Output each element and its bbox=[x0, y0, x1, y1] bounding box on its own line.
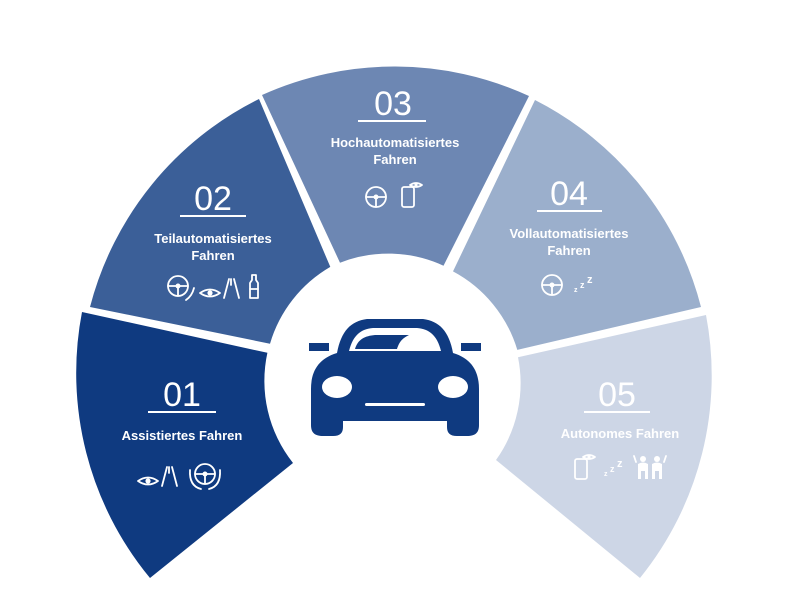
svg-text:z: z bbox=[604, 471, 608, 478]
level-5-label: Autonomes Fahren bbox=[561, 426, 680, 441]
level-3-block: 03 Hochautomatisiertes Fahren bbox=[331, 85, 460, 208]
segment-level-5 bbox=[496, 315, 712, 578]
svg-text:z: z bbox=[617, 458, 623, 470]
level-2-label-line1: Teilautomatisiertes bbox=[154, 231, 272, 246]
car-icon bbox=[309, 319, 481, 436]
eye-icon bbox=[199, 288, 221, 298]
level-5-block: 05 Autonomes Fahren z z z bbox=[561, 376, 680, 480]
level-2-label-line2: Fahren bbox=[191, 248, 234, 263]
steering-wheel-icon bbox=[365, 186, 387, 208]
level-4-number: 04 bbox=[550, 175, 588, 213]
segment-level-2 bbox=[90, 99, 331, 344]
svg-text:z: z bbox=[574, 287, 578, 294]
level-5-number: 05 bbox=[598, 376, 636, 414]
segment-level-4 bbox=[453, 100, 701, 350]
level-4-block: 04 Vollautomatisiertes Fahren z z z bbox=[510, 175, 629, 296]
hands-on-wheel-icon bbox=[167, 275, 195, 301]
level-1-number: 01 bbox=[163, 376, 201, 414]
level-4-label-line2: Fahren bbox=[547, 243, 590, 258]
level-4-label-line1: Vollautomatisiertes bbox=[510, 226, 629, 241]
svg-text:z: z bbox=[610, 464, 615, 474]
svg-text:z: z bbox=[587, 274, 593, 286]
bottle-icon bbox=[249, 274, 259, 299]
level-1-block: 01 Assistiertes Fahren bbox=[122, 376, 243, 490]
road-lines-icon bbox=[223, 278, 240, 299]
hands-on-wheel-icon bbox=[189, 463, 221, 490]
svg-text:z: z bbox=[580, 280, 585, 290]
level-3-label-line2: Fahren bbox=[373, 152, 416, 167]
sleep-icon: z z z bbox=[574, 274, 593, 294]
steering-wheel-icon bbox=[541, 274, 563, 296]
level-2-block: 02 Teilautomatisiertes Fahren bbox=[154, 180, 272, 301]
sleep-icon: z z z bbox=[604, 458, 623, 478]
road-lines-icon bbox=[161, 466, 178, 487]
passengers-icon bbox=[633, 455, 667, 479]
segment-level-3 bbox=[262, 66, 529, 266]
level-3-label-line1: Hochautomatisiertes bbox=[331, 135, 460, 150]
level-2-number: 02 bbox=[194, 180, 232, 218]
phone-eye-icon bbox=[574, 454, 596, 480]
phone-eye-icon bbox=[401, 182, 423, 208]
segment-level-1 bbox=[76, 312, 293, 578]
eye-icon bbox=[137, 476, 159, 486]
level-3-number: 03 bbox=[374, 85, 412, 123]
level-1-label: Assistiertes Fahren bbox=[122, 428, 243, 443]
